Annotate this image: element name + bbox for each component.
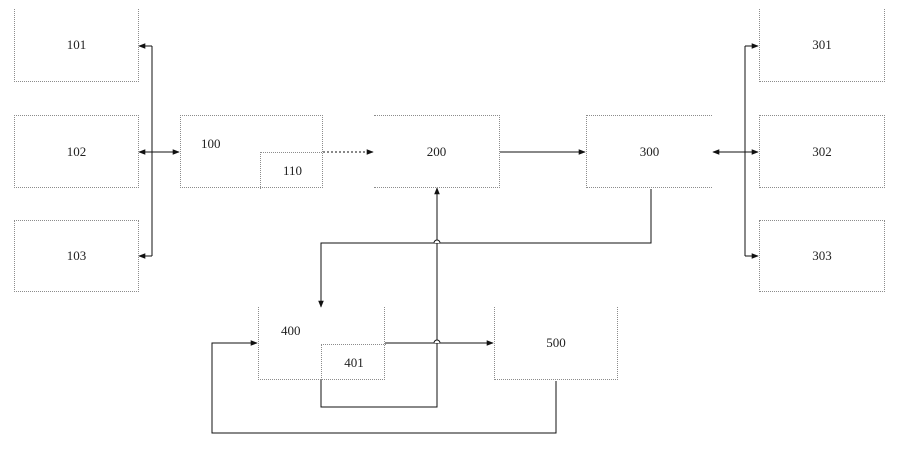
node-100-label: 100 bbox=[201, 136, 221, 152]
node-102-label: 102 bbox=[67, 144, 87, 160]
node-102: 102 bbox=[14, 115, 139, 188]
node-200-label: 200 bbox=[427, 144, 447, 160]
node-200: 200 bbox=[374, 115, 500, 188]
crossing-hop-bottom bbox=[434, 340, 440, 343]
node-401-label: 401 bbox=[344, 355, 364, 371]
node-303: 303 bbox=[759, 220, 885, 292]
node-500: 500 bbox=[494, 307, 618, 380]
node-400-label: 400 bbox=[281, 323, 301, 339]
node-401: 401 bbox=[321, 344, 386, 380]
node-302-label: 302 bbox=[812, 144, 832, 160]
node-303-label: 303 bbox=[812, 248, 832, 264]
node-100: 100 110 bbox=[180, 115, 323, 188]
crossing-hop-top bbox=[434, 240, 440, 243]
node-302: 302 bbox=[759, 115, 885, 188]
node-300-label: 300 bbox=[640, 144, 660, 160]
node-101-label: 101 bbox=[67, 37, 87, 53]
node-300: 300 bbox=[586, 115, 712, 188]
arrow-300-to-400 bbox=[321, 189, 651, 307]
node-103: 103 bbox=[14, 220, 139, 292]
node-400: 400 401 bbox=[258, 307, 385, 380]
node-110-label: 110 bbox=[283, 163, 302, 179]
node-101: 101 bbox=[14, 9, 139, 82]
node-103-label: 103 bbox=[67, 248, 87, 264]
node-301: 301 bbox=[759, 9, 885, 82]
node-500-label: 500 bbox=[546, 335, 566, 351]
node-301-label: 301 bbox=[812, 37, 832, 53]
node-110: 110 bbox=[260, 152, 324, 189]
